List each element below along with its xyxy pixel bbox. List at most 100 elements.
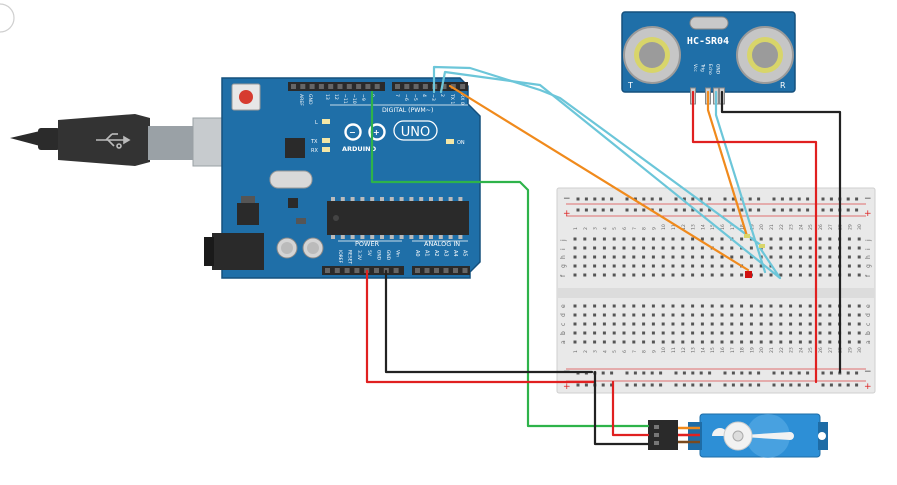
servo-motor[interactable] [648, 413, 828, 458]
breadboard-hole[interactable] [730, 322, 734, 326]
rail-hole[interactable] [772, 208, 776, 212]
breadboard-hole[interactable] [671, 237, 675, 241]
breadboard-hole[interactable] [602, 246, 606, 250]
rail-hole[interactable] [610, 383, 614, 387]
rail-hole[interactable] [740, 383, 744, 387]
rail-hole[interactable] [601, 208, 605, 212]
breadboard-hole[interactable] [828, 340, 832, 344]
breadboard-hole[interactable] [632, 255, 636, 259]
breadboard-hole[interactable] [602, 264, 606, 268]
breadboard-hole[interactable] [671, 304, 675, 308]
rail-hole[interactable] [731, 383, 735, 387]
pin-hole[interactable] [325, 268, 330, 273]
rail-hole[interactable] [659, 383, 663, 387]
breadboard-hole[interactable] [583, 264, 587, 268]
wire-cyan-trig-digital[interactable] [432, 65, 764, 248]
breadboard-hole[interactable] [612, 237, 616, 241]
breadboard-hole[interactable] [808, 304, 812, 308]
pin-hole[interactable] [365, 84, 371, 89]
breadboard-hole[interactable] [818, 264, 822, 268]
rail-hole[interactable] [846, 383, 850, 387]
breadboard-hole[interactable] [691, 331, 695, 335]
breadboard-hole[interactable] [710, 340, 714, 344]
breadboard-hole[interactable] [847, 264, 851, 268]
rail-hole[interactable] [855, 208, 859, 212]
breadboard-hole[interactable] [661, 331, 665, 335]
breadboard-hole[interactable] [622, 304, 626, 308]
rail-hole[interactable] [740, 208, 744, 212]
breadboard-hole[interactable] [749, 304, 753, 308]
breadboard-hole[interactable] [828, 304, 832, 308]
breadboard-hole[interactable] [691, 255, 695, 259]
digital-header-left[interactable] [288, 82, 385, 91]
breadboard-hole[interactable] [573, 322, 577, 326]
breadboard-hole[interactable] [651, 246, 655, 250]
breadboard-hole[interactable] [622, 322, 626, 326]
rail-hole[interactable] [674, 197, 678, 201]
breadboard-hole[interactable] [681, 246, 685, 250]
breadboard-hole[interactable] [573, 255, 577, 259]
rail-hole[interactable] [642, 371, 646, 375]
rail-hole[interactable] [838, 383, 842, 387]
wire-red-5v-rail[interactable] [365, 269, 596, 384]
breadboard-hole[interactable] [828, 237, 832, 241]
breadboard-hole[interactable] [847, 322, 851, 326]
usb-cable[interactable] [10, 114, 256, 167]
breadboard-hole[interactable] [779, 237, 783, 241]
breadboard-hole[interactable] [671, 322, 675, 326]
rail-hole[interactable] [682, 208, 686, 212]
rail-hole[interactable] [691, 197, 695, 201]
rail-hole[interactable] [633, 371, 637, 375]
rail-hole[interactable] [740, 371, 744, 375]
breadboard-hole[interactable] [602, 331, 606, 335]
breadboard-hole[interactable] [769, 304, 773, 308]
breadboard-hole[interactable] [691, 264, 695, 268]
reset-button-cap[interactable] [239, 90, 253, 104]
breadboard-hole[interactable] [602, 237, 606, 241]
breadboard-hole[interactable] [759, 340, 763, 344]
breadboard-hole[interactable] [847, 340, 851, 344]
digital-header-right[interactable] [392, 82, 468, 91]
breadboard-hole[interactable] [622, 264, 626, 268]
breadboard-hole[interactable] [720, 237, 724, 241]
breadboard-hole[interactable] [622, 273, 626, 277]
breadboard-hole[interactable] [720, 304, 724, 308]
wire-cyan-sensor-echo[interactable] [714, 90, 767, 274]
breadboard-hole[interactable] [749, 246, 753, 250]
pin-hole[interactable] [344, 268, 350, 273]
breadboard-hole[interactable] [583, 304, 587, 308]
breadboard-hole[interactable] [857, 340, 861, 344]
breadboard-hole[interactable] [593, 304, 597, 308]
rail-hole[interactable] [748, 197, 752, 201]
breadboard-hole[interactable] [593, 313, 597, 317]
breadboard-hole[interactable] [730, 273, 734, 277]
rail-hole[interactable] [748, 208, 752, 212]
breadboard-hole[interactable] [602, 273, 606, 277]
breadboard-hole[interactable] [632, 340, 636, 344]
breadboard-hole[interactable] [857, 322, 861, 326]
breadboard-hole[interactable] [857, 304, 861, 308]
breadboard-hole[interactable] [681, 255, 685, 259]
rail-hole[interactable] [682, 383, 686, 387]
servo-horn[interactable] [712, 428, 794, 440]
breadboard-hole[interactable] [710, 322, 714, 326]
rail-hole[interactable] [625, 371, 629, 375]
breadboard-hole[interactable] [740, 255, 744, 259]
breadboard-hole[interactable] [602, 304, 606, 308]
rail-hole[interactable] [797, 383, 801, 387]
pin-hole[interactable] [422, 84, 428, 89]
breadboard-hole[interactable] [661, 237, 665, 241]
breadboard-hole[interactable] [818, 255, 822, 259]
breadboard-hole[interactable] [779, 304, 783, 308]
rail-hole[interactable] [757, 197, 761, 201]
breadboard-hole[interactable] [769, 255, 773, 259]
pin-hole[interactable] [328, 84, 334, 89]
rail-hole[interactable] [806, 208, 810, 212]
breadboard-hole[interactable] [818, 331, 822, 335]
rail-hole[interactable] [584, 197, 588, 201]
breadboard-hole[interactable] [661, 340, 665, 344]
pin-hole[interactable] [309, 84, 315, 89]
rail-hole[interactable] [723, 383, 727, 387]
rail-hole[interactable] [757, 383, 761, 387]
breadboard-hole[interactable] [847, 237, 851, 241]
